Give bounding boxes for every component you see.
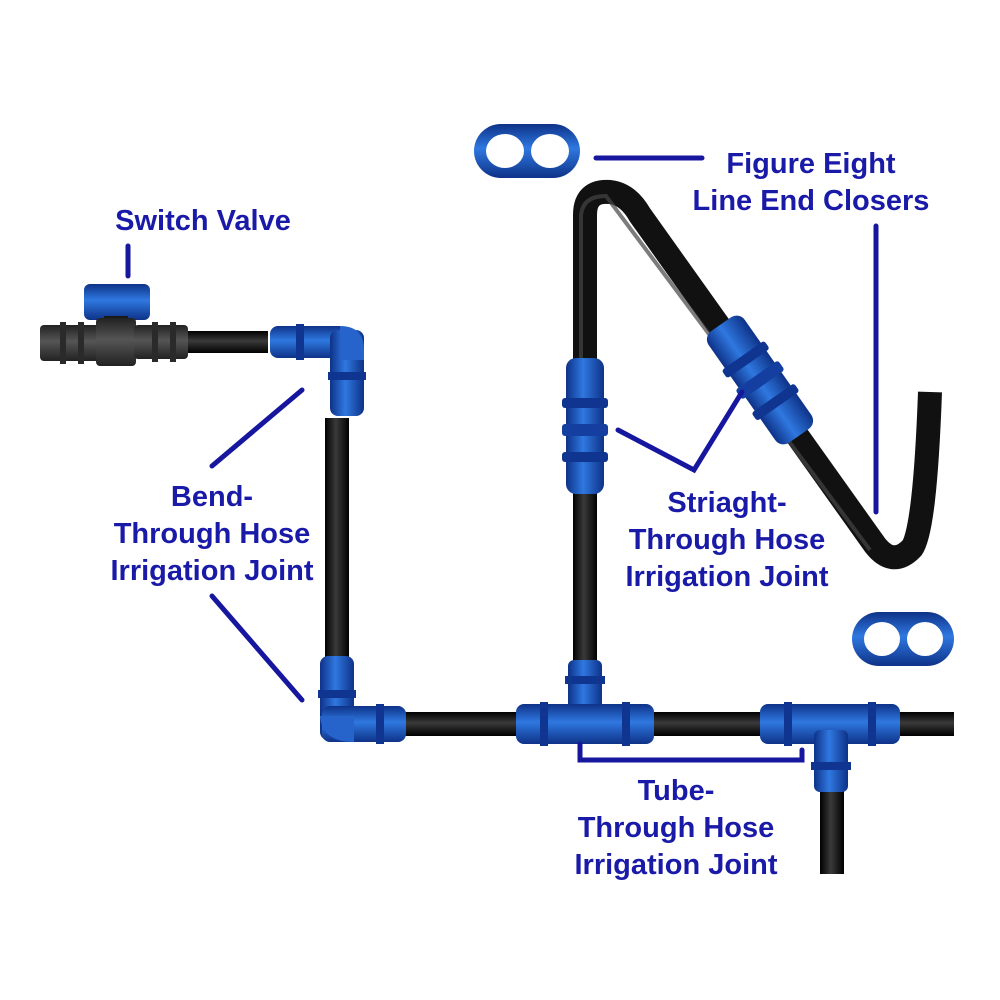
label-tube-line3: Irrigation Joint	[575, 849, 778, 881]
coupling-vertical-rib	[562, 424, 608, 436]
elbow-bottom-rib	[318, 690, 356, 698]
leader-straight	[615, 389, 745, 474]
valve-barb-left	[40, 325, 100, 361]
hose-network	[188, 179, 954, 874]
tee-right-stem	[814, 730, 848, 792]
label-bend-line3: Irrigation Joint	[111, 555, 314, 587]
straight-coupling-icon	[706, 315, 814, 445]
label-straight-line1: Striaght-	[667, 487, 786, 519]
tee-center-rib	[540, 702, 548, 746]
hose-bottom-right	[898, 712, 954, 736]
hose-valve-to-elbow	[188, 331, 268, 353]
figure-eight-right-hole	[864, 622, 900, 656]
label-figure-eight-line1: Figure Eight	[726, 148, 896, 180]
label-tube-line2: Through Hose	[578, 812, 775, 844]
hose-bottom-left	[404, 712, 518, 736]
figure-eight-closer-icon	[852, 612, 954, 666]
elbow-top-corner	[340, 326, 364, 360]
valve-barb-left-rib	[60, 322, 66, 364]
label-straight-line2: Through Hose	[629, 524, 826, 556]
figure-eight-top-hole	[486, 134, 524, 168]
tee-right-rib	[868, 702, 876, 746]
valve-barb-left-rib	[78, 322, 84, 364]
tee-center-body	[516, 704, 654, 744]
coupling-diagonal-rib	[736, 361, 784, 399]
label-straight-line3: Irrigation Joint	[626, 561, 829, 593]
valve-barb-right	[134, 325, 188, 359]
label-bend-line1: Bend-	[171, 481, 253, 513]
coupling-vertical-rib	[562, 452, 608, 462]
tee-right-rib	[784, 702, 792, 746]
elbow-bottom-corner	[320, 716, 354, 742]
valve-handle	[84, 284, 150, 320]
labels: Switch Valve Figure Eight Line End Close…	[111, 148, 930, 881]
valve-body	[96, 318, 136, 366]
coupling-diagonal-rib	[752, 384, 799, 420]
label-switch-valve: Switch Valve	[115, 205, 291, 237]
switch-valve-icon	[40, 284, 188, 366]
elbow-fitting-icon	[270, 324, 366, 416]
tee-fitting-icon	[516, 660, 654, 746]
elbow-top-arm-h	[270, 326, 348, 358]
hose-loop	[573, 179, 942, 570]
hose-tee-down	[820, 790, 844, 874]
valve-barb-right-rib	[152, 322, 158, 362]
tee-right-body	[760, 704, 900, 744]
elbow-bottom-rib	[376, 704, 384, 744]
label-tube-line1: Tube-	[638, 775, 715, 807]
hose-loop-highlight	[579, 193, 872, 552]
hose-center-lower	[573, 492, 597, 664]
elbow-fitting-icon	[318, 656, 406, 744]
elbow-top-rib	[296, 324, 304, 360]
figure-eight-closer-icon	[474, 124, 580, 178]
label-bend-line2: Through Hose	[114, 518, 311, 550]
tee-center-stem-rib	[565, 676, 605, 684]
coupling-diagonal-rib	[722, 341, 769, 378]
leader-bend-top	[209, 387, 305, 469]
leader-lines	[125, 155, 879, 763]
hose-bottom-mid	[652, 712, 764, 736]
straight-coupling-icon	[562, 358, 608, 494]
hose-left-vertical	[325, 418, 349, 658]
tee-fitting-icon	[760, 702, 900, 792]
leader-tube	[577, 741, 805, 763]
elbow-top-rib	[328, 372, 366, 380]
tee-right-stem-rib	[811, 762, 851, 770]
label-figure-eight-line2: Line End Closers	[693, 185, 930, 217]
coupling-vertical-rib	[562, 398, 608, 408]
figure-eight-top-hole	[531, 134, 569, 168]
figure-eight-right-hole	[907, 622, 943, 656]
tee-center-rib	[622, 702, 630, 746]
leader-bend-bottom	[209, 593, 305, 703]
valve-barb-right-rib	[170, 322, 176, 362]
